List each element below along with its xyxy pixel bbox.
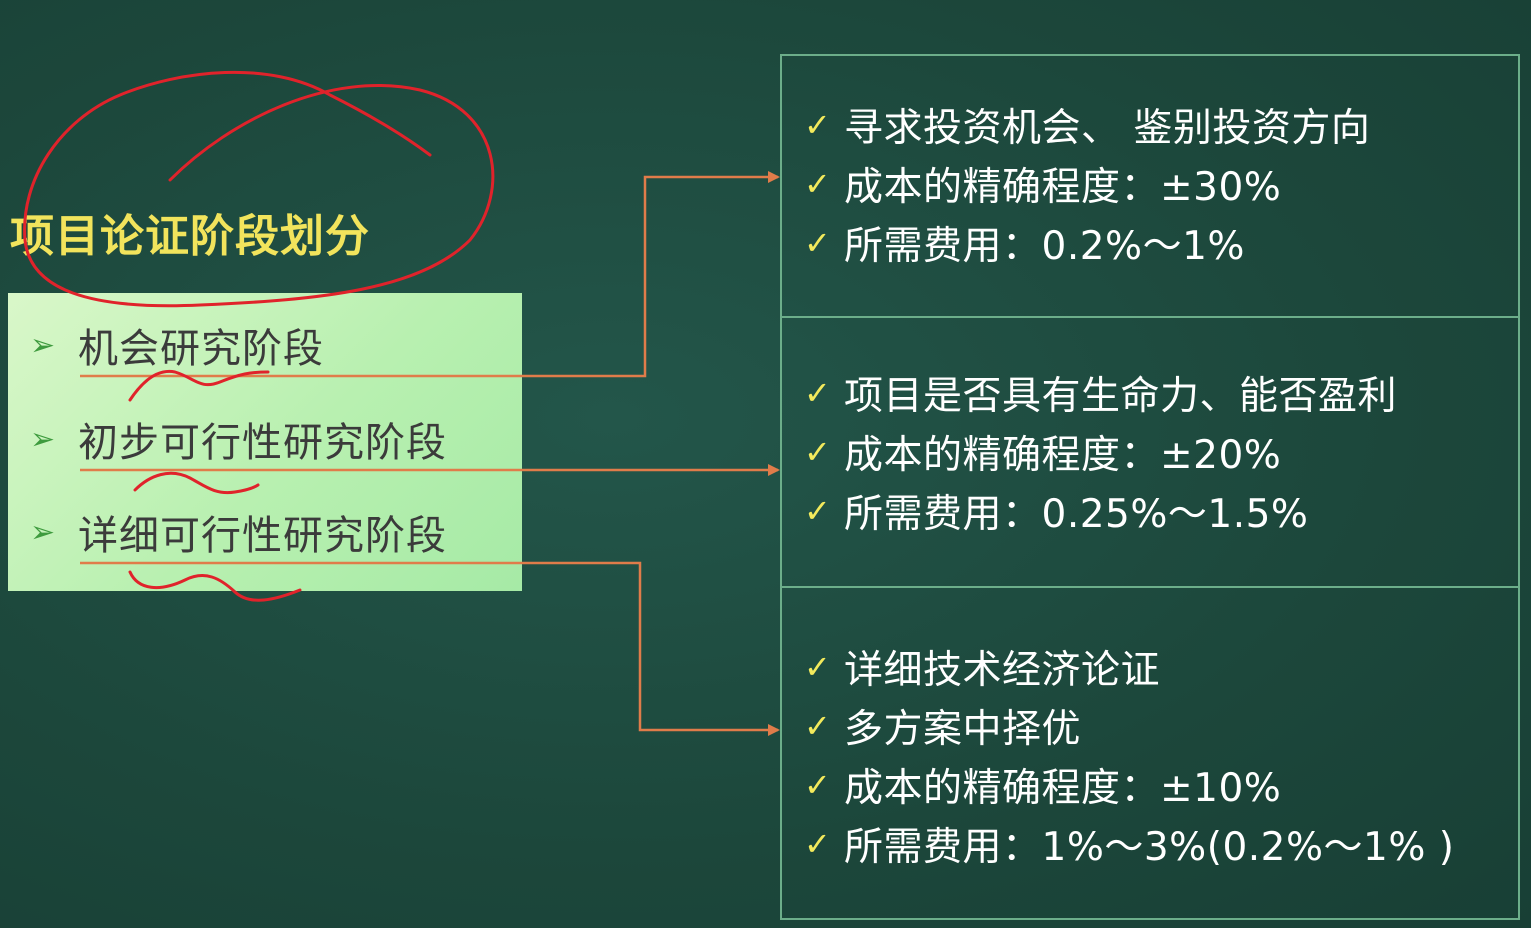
check-icon: ✓: [804, 707, 831, 745]
info-line: ✓ 项目是否具有生命力、能否盈利: [804, 368, 1398, 419]
check-icon: ✓: [804, 165, 831, 203]
check-icon: ✓: [804, 648, 831, 686]
info-text: 详细技术经济论证: [844, 648, 1161, 693]
info-line: ✓ 成本的精确程度：±20%: [804, 427, 1282, 478]
info-line: ✓ 多方案中择优: [804, 701, 1082, 752]
chevron-right-icon: ➢: [30, 421, 56, 457]
annotation-circle: [23, 70, 495, 308]
check-icon: ✓: [804, 106, 831, 144]
check-icon: ✓: [804, 433, 831, 471]
chevron-right-icon: ➢: [30, 327, 56, 363]
info-line: ✓ 所需费用：0.25%～1.5%: [804, 486, 1309, 537]
info-text: 成本的精确程度：±10%: [844, 766, 1282, 811]
info-line: ✓ 寻求投资机会、 鉴别投资方向: [804, 100, 1371, 151]
info-text: 所需费用：0.25%～1.5%: [844, 492, 1309, 537]
stage-label: 初步可行性研究阶段: [78, 420, 447, 466]
stage-list-box: ➢ 机会研究阶段 ➢ 初步可行性研究阶段 ➢ 详细可行性研究阶段: [8, 293, 522, 591]
check-icon: ✓: [804, 492, 831, 530]
info-text: 所需费用：0.2%～1%: [844, 224, 1245, 269]
info-line: ✓ 详细技术经济论证: [804, 642, 1161, 693]
slide-title: 项目论证阶段划分: [10, 211, 370, 262]
info-text: 成本的精确程度：±30%: [844, 165, 1282, 210]
info-line: ✓ 成本的精确程度：±30%: [804, 159, 1282, 210]
check-icon: ✓: [804, 224, 831, 262]
info-text: 多方案中择优: [844, 707, 1082, 752]
info-panel-detailed: ✓ 详细技术经济论证 ✓ 多方案中择优 ✓ 成本的精确程度：±10% ✓ 所需费…: [780, 586, 1520, 920]
info-panel-opportunity: ✓ 寻求投资机会、 鉴别投资方向 ✓ 成本的精确程度：±30% ✓ 所需费用：0…: [780, 54, 1520, 318]
info-text: 项目是否具有生命力、能否盈利: [844, 374, 1398, 419]
check-icon: ✓: [804, 766, 831, 804]
stage-item-detailed: ➢ 详细可行性研究阶段: [30, 504, 447, 560]
check-icon: ✓: [804, 374, 831, 412]
info-line: ✓ 成本的精确程度：±10%: [804, 760, 1282, 811]
info-line: ✓ 所需费用：0.2%～1%: [804, 218, 1245, 269]
info-panel-preliminary: ✓ 项目是否具有生命力、能否盈利 ✓ 成本的精确程度：±20% ✓ 所需费用：0…: [780, 316, 1520, 588]
info-text: 所需费用：1%～3%(0.2%～1% ): [844, 825, 1455, 870]
stage-label: 机会研究阶段: [78, 326, 324, 372]
check-icon: ✓: [804, 825, 831, 863]
info-text: 成本的精确程度：±20%: [844, 433, 1282, 478]
stage-label: 详细可行性研究阶段: [78, 513, 447, 559]
chevron-right-icon: ➢: [30, 514, 56, 550]
stage-item-preliminary: ➢ 初步可行性研究阶段: [30, 411, 447, 467]
stage-item-opportunity: ➢ 机会研究阶段: [30, 317, 324, 373]
info-line: ✓ 所需费用：1%～3%(0.2%～1% ): [804, 819, 1455, 870]
info-text: 寻求投资机会、 鉴别投资方向: [844, 106, 1371, 151]
